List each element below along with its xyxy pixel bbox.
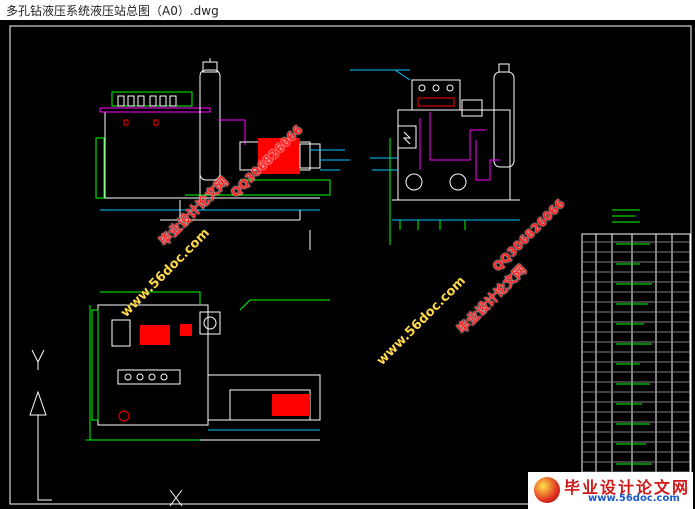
drawing-canvas[interactable]: 毕业设计论文网 QQ306826066 www.56doc.com www.56… [0, 20, 695, 509]
logo-url: www.56doc.com [588, 493, 680, 504]
window-title: 多孔钻液压系统液压站总图（A0）.dwg [6, 4, 219, 18]
drawing-border [9, 25, 692, 505]
ucs-icon [29, 349, 183, 507]
cad-drawing [9, 25, 692, 507]
logo-text: 毕业设计论文网 [564, 478, 691, 497]
logo-ball-icon [534, 477, 560, 503]
site-logo: 毕业设计论文网 www.56doc.com [528, 472, 693, 509]
plan-view [86, 291, 330, 441]
window-title-bar: 多孔钻液压系统液压站总图（A0）.dwg [0, 0, 695, 21]
parts-list-table [581, 209, 691, 501]
side-elevation-view [350, 63, 520, 245]
front-elevation-view [95, 58, 350, 250]
